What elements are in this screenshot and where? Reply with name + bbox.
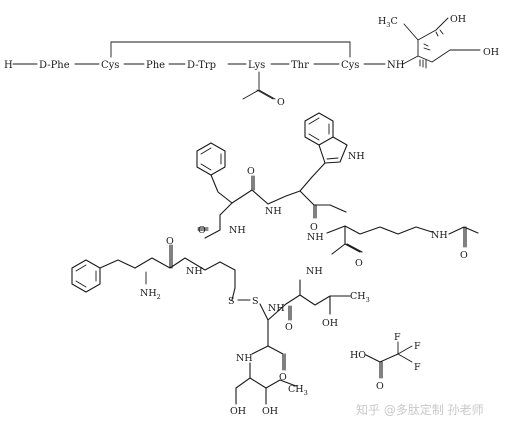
seq-cys-1: Cys	[101, 60, 119, 71]
amide-nh-7: NH	[268, 303, 285, 314]
carbonyl-o-2: O	[310, 222, 318, 233]
seq-d-trp: D-Trp	[187, 60, 216, 71]
thr-oh: OH	[322, 318, 338, 329]
amide-nh-6: NH	[186, 266, 203, 277]
tfa-ho: HO	[350, 350, 366, 361]
phenylalanine-ring-2	[71, 259, 136, 293]
seq-phe: Phe	[146, 60, 165, 71]
amide-nh-1: NH	[265, 206, 282, 217]
carbonyl-o-5: O	[198, 225, 206, 236]
threoninol-ch3: CH3	[288, 384, 308, 397]
tfa-f2: F	[414, 341, 421, 352]
tfa-o: O	[376, 381, 384, 392]
oh-label-2: OH	[483, 47, 499, 58]
tryptophan-indole: NH	[299, 112, 365, 192]
threoninol-oh-a: OH	[230, 406, 246, 417]
sulfur-2: S	[252, 296, 259, 307]
seq-thr: Thr	[291, 60, 309, 71]
amide-nh-8: NH	[236, 353, 253, 364]
seq-lys: Lys	[248, 60, 265, 71]
seq-h: H	[4, 60, 13, 71]
carbonyl-o-4: O	[355, 258, 363, 269]
tfa-f1: F	[394, 332, 401, 343]
amide-nh-2: NH	[307, 232, 324, 243]
thr-ch3: CH3	[350, 291, 370, 304]
carbonyl-o-3: O	[460, 250, 468, 261]
seq-cys-2: Cys	[341, 60, 359, 71]
carbonyl-o-8: O	[279, 372, 287, 383]
carbonyl-o-7: O	[285, 322, 293, 333]
sulfur-1: S	[228, 296, 235, 307]
acetyl-oxygen: O	[277, 97, 285, 108]
amide-nh-5: NH	[229, 225, 246, 236]
phenylalanine-ring-1	[196, 142, 233, 204]
amide-nh-3: NH	[431, 230, 448, 241]
amide-nh-4: NH	[306, 266, 323, 277]
sequence-notation: H D-Phe Cys Phe D-Trp Lys Thr Cys NH O	[4, 41, 405, 108]
carbonyl-o-1: O	[247, 166, 255, 177]
tfa-f3: F	[414, 362, 421, 373]
skeletal-formula: NH O NH O NH NH O O NH NH O	[71, 112, 479, 417]
watermark-text: 知乎 @多肽定制 孙老师	[356, 402, 484, 417]
trifluoroacetic-acid: HO O F F F	[350, 332, 421, 392]
disulfide-bridge-line	[110, 41, 351, 58]
seq-nh: NH	[387, 60, 405, 71]
indole-nh: NH	[348, 151, 365, 162]
h3c-label: H3C	[378, 16, 398, 29]
seq-d-phe: D-Phe	[39, 60, 70, 71]
threoninol-top: H3C OH OH	[378, 14, 499, 69]
oh-label-1: OH	[450, 14, 466, 25]
amine-nh2: NH2	[140, 288, 161, 301]
threoninol-oh-b: OH	[262, 406, 278, 417]
carbonyl-o-6: O	[166, 236, 174, 247]
